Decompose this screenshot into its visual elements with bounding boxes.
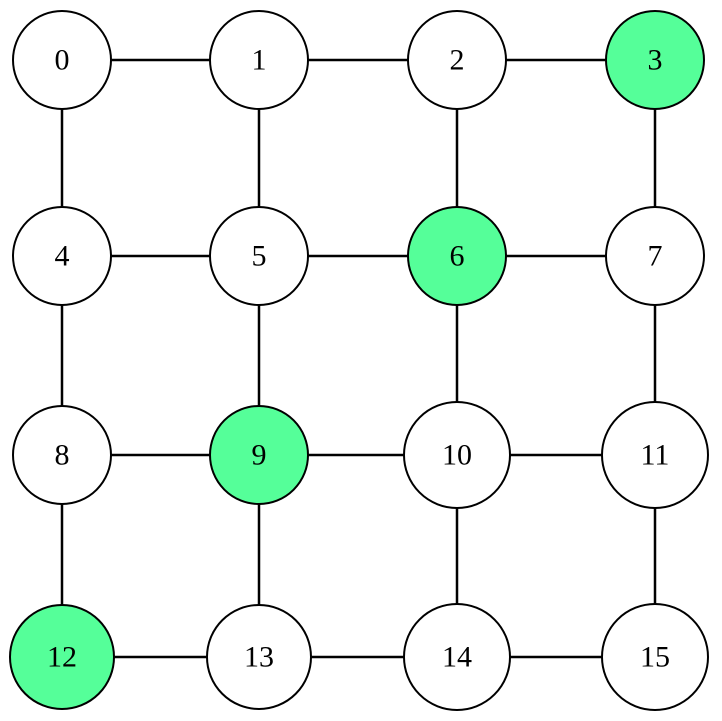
node-label: 9 bbox=[252, 439, 267, 472]
node-15: 15 bbox=[601, 603, 709, 711]
node-3: 3 bbox=[605, 10, 705, 110]
node-circle bbox=[9, 604, 115, 710]
node-circle bbox=[605, 10, 705, 110]
node-circle bbox=[209, 206, 309, 306]
node-13: 13 bbox=[206, 604, 312, 710]
node-14: 14 bbox=[403, 603, 511, 711]
node-circle bbox=[12, 405, 112, 505]
node-circle bbox=[209, 10, 309, 110]
node-0: 0 bbox=[12, 10, 112, 110]
node-5: 5 bbox=[209, 206, 309, 306]
node-7: 7 bbox=[605, 206, 705, 306]
node-6: 6 bbox=[407, 206, 507, 306]
node-4: 4 bbox=[12, 206, 112, 306]
node-2: 2 bbox=[407, 10, 507, 110]
node-10: 10 bbox=[403, 401, 511, 509]
node-11: 11 bbox=[601, 401, 709, 509]
node-label: 12 bbox=[47, 641, 77, 674]
node-circle bbox=[403, 603, 511, 711]
node-label: 11 bbox=[641, 439, 670, 472]
node-label: 8 bbox=[55, 439, 70, 472]
node-circle bbox=[12, 206, 112, 306]
node-1: 1 bbox=[209, 10, 309, 110]
node-circle bbox=[407, 10, 507, 110]
node-circle bbox=[601, 603, 709, 711]
node-9: 9 bbox=[209, 405, 309, 505]
node-label: 4 bbox=[55, 240, 70, 273]
node-label: 1 bbox=[252, 44, 267, 77]
node-circle bbox=[12, 10, 112, 110]
node-label: 10 bbox=[442, 439, 472, 472]
node-circle bbox=[407, 206, 507, 306]
node-label: 14 bbox=[442, 641, 472, 674]
node-label: 13 bbox=[244, 641, 274, 674]
graph-edges bbox=[60, 58, 657, 659]
node-label: 3 bbox=[648, 44, 663, 77]
node-label: 0 bbox=[55, 44, 70, 77]
node-label: 7 bbox=[648, 240, 663, 273]
node-circle bbox=[206, 604, 312, 710]
node-circle bbox=[605, 206, 705, 306]
node-label: 5 bbox=[252, 240, 267, 273]
node-8: 8 bbox=[12, 405, 112, 505]
node-circle bbox=[403, 401, 511, 509]
node-circle bbox=[601, 401, 709, 509]
node-circle bbox=[209, 405, 309, 505]
node-label: 15 bbox=[640, 641, 670, 674]
node-label: 2 bbox=[450, 44, 465, 77]
node-12: 12 bbox=[9, 604, 115, 710]
node-label: 6 bbox=[450, 240, 465, 273]
